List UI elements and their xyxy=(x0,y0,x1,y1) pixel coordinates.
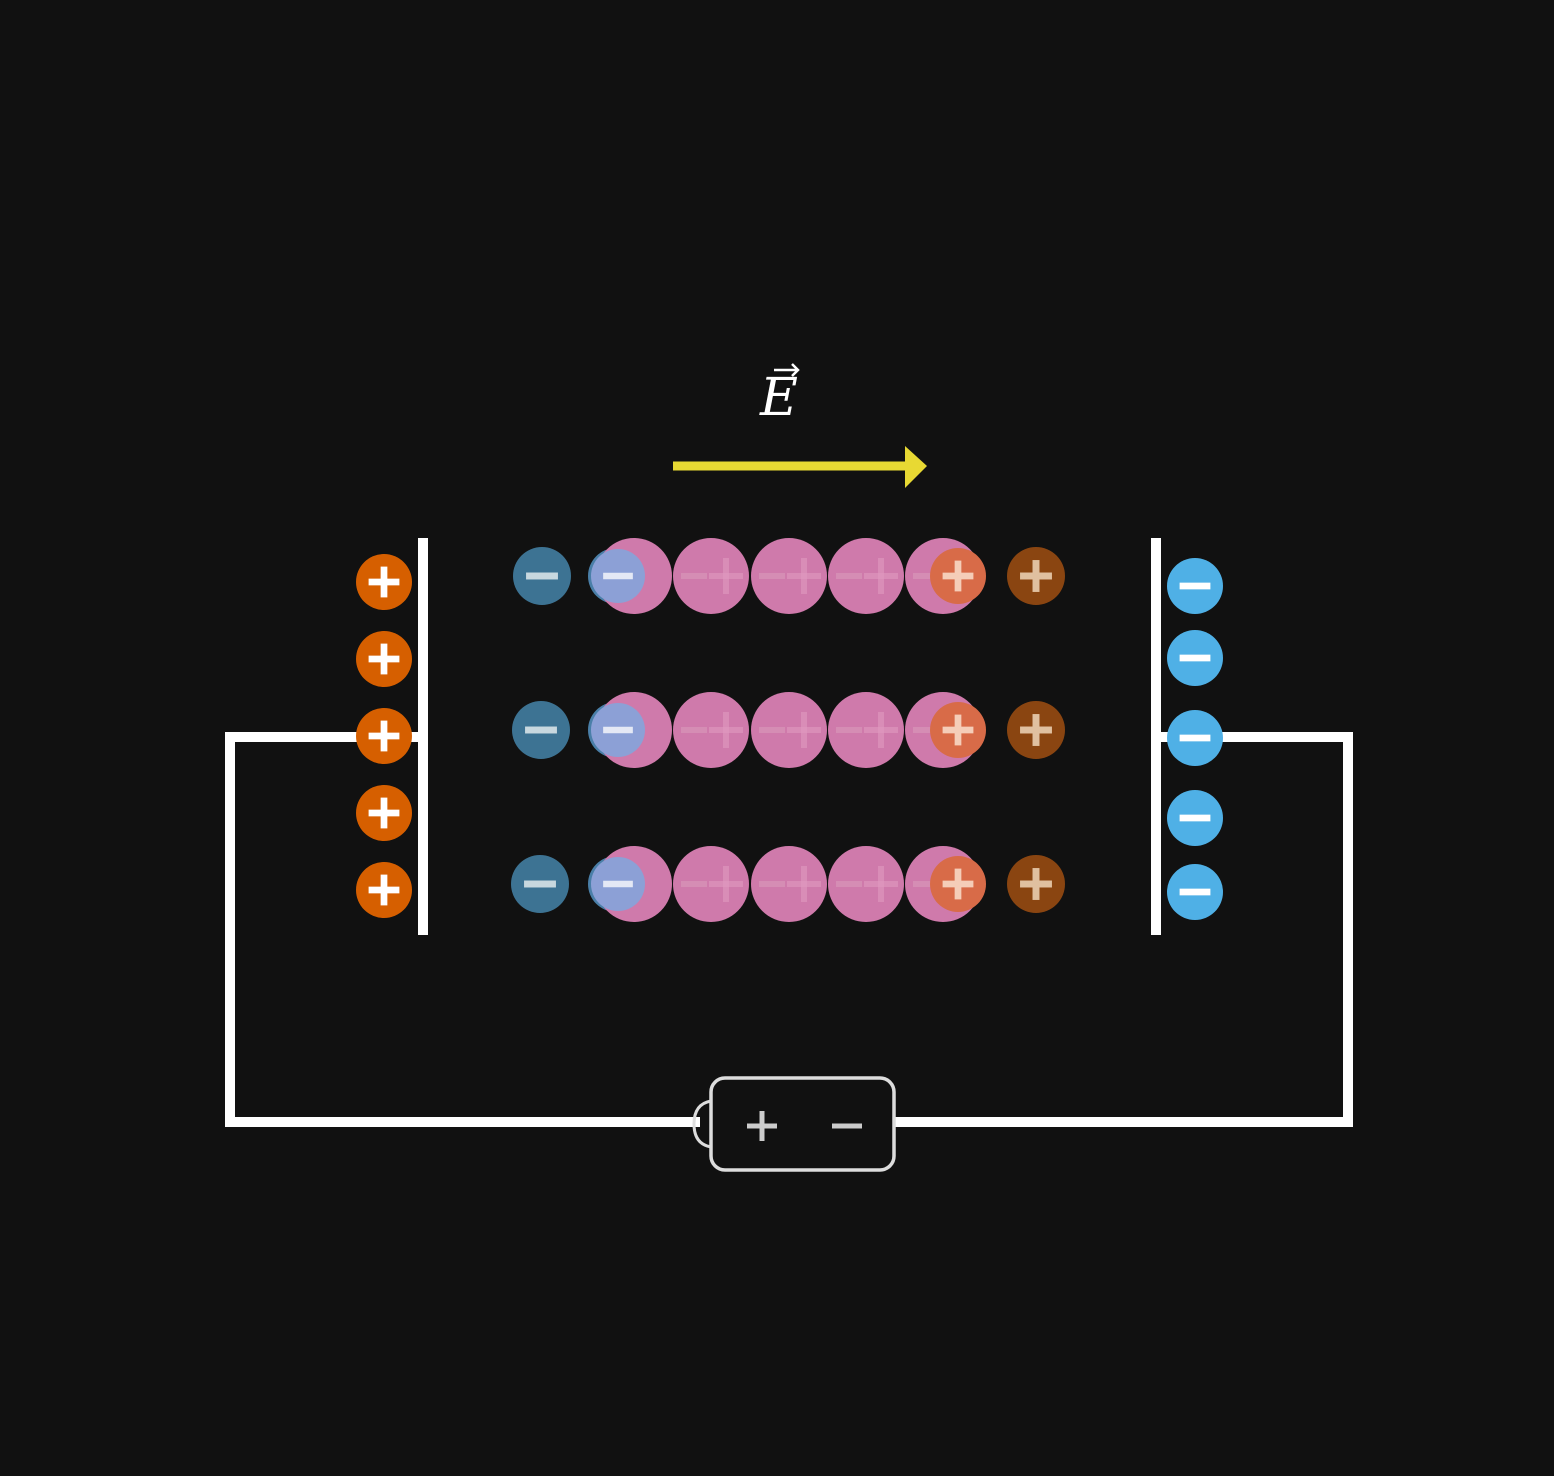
plus-icon xyxy=(954,714,962,746)
bound-negative-charge xyxy=(511,855,569,913)
dielectric-molecule xyxy=(751,538,827,614)
overlap-negative-charge xyxy=(591,857,645,911)
electric-field-arrow xyxy=(673,446,927,488)
plate-negative-charge xyxy=(1167,630,1223,686)
bound-positive-charge xyxy=(1007,855,1065,913)
plus-icon xyxy=(954,868,962,900)
plate-positive-charge xyxy=(356,862,412,918)
plus-icon xyxy=(380,643,388,675)
plus-icon xyxy=(1032,560,1040,592)
plus-icon xyxy=(380,566,388,598)
battery-terminal xyxy=(692,1099,712,1149)
plus-icon xyxy=(380,874,388,906)
minus-icon xyxy=(1179,814,1211,822)
plate-positive-charge xyxy=(356,554,412,610)
dielectric-molecule xyxy=(673,692,749,768)
minus-icon xyxy=(524,880,556,888)
minus-icon xyxy=(603,726,633,734)
plus-icon xyxy=(1032,714,1040,746)
plus-icon xyxy=(380,720,388,752)
minus-icon xyxy=(1179,654,1211,662)
right-plate xyxy=(1151,538,1161,935)
field-label-text: E xyxy=(759,368,798,428)
bound-negative-charge xyxy=(512,701,570,759)
plate-negative-charge xyxy=(1167,558,1223,614)
left-plate xyxy=(418,538,428,935)
plate-negative-charge xyxy=(1167,710,1223,766)
left-wire xyxy=(225,732,700,1127)
battery-body xyxy=(709,1076,896,1172)
bound-positive-charge xyxy=(1007,547,1065,605)
plus-icon xyxy=(380,797,388,829)
dielectric-molecule xyxy=(828,538,904,614)
plate-positive-charge xyxy=(356,785,412,841)
minus-icon xyxy=(1179,734,1211,742)
bound-negative-charge xyxy=(513,547,571,605)
minus-icon xyxy=(603,572,633,580)
minus-icon xyxy=(526,572,558,580)
minus-icon xyxy=(603,880,633,888)
overlap-negative-charge xyxy=(591,703,645,757)
dielectric-molecule xyxy=(751,846,827,922)
dielectric-molecule xyxy=(673,538,749,614)
overlap-negative-charge xyxy=(591,549,645,603)
battery-plus-icon xyxy=(747,1111,777,1141)
minus-icon xyxy=(1179,582,1211,590)
plate-positive-charge xyxy=(356,708,412,764)
plus-icon xyxy=(1032,868,1040,900)
dielectric-molecule xyxy=(673,846,749,922)
minus-icon xyxy=(1179,888,1211,896)
overlap-positive-charge xyxy=(930,856,986,912)
plus-icon xyxy=(954,560,962,592)
bound-positive-charge xyxy=(1007,701,1065,759)
vector-arrow-icon xyxy=(774,363,800,377)
battery xyxy=(692,1076,896,1172)
dielectric-molecule xyxy=(751,692,827,768)
dielectric-molecule xyxy=(828,846,904,922)
plate-positive-charge xyxy=(356,631,412,687)
dielectric-molecule xyxy=(828,692,904,768)
plate-negative-charge xyxy=(1167,790,1223,846)
right-wire xyxy=(893,732,1353,1127)
plate-negative-charge xyxy=(1167,864,1223,920)
minus-icon xyxy=(525,726,557,734)
overlap-positive-charge xyxy=(930,702,986,758)
overlap-positive-charge xyxy=(930,548,986,604)
field-label: E xyxy=(759,363,800,428)
